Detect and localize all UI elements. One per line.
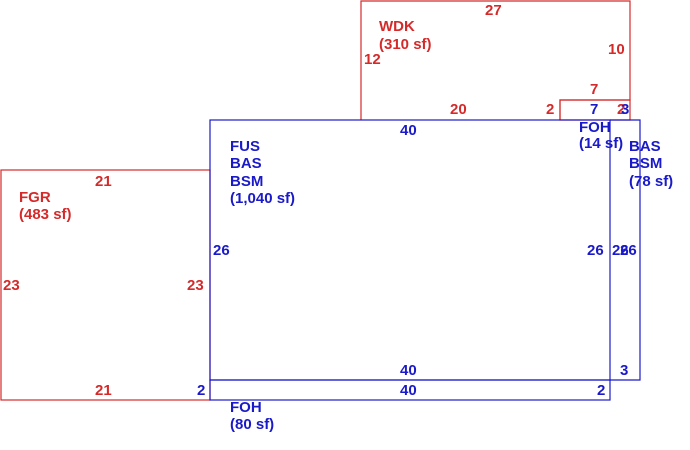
fgr-dim-top: 21 — [95, 173, 112, 190]
bas-dim-left: 26 — [612, 242, 629, 259]
foh-bottom-outline — [209, 379, 611, 401]
bas-bsm-outline — [610, 119, 641, 381]
foh-bottom-dim-top: 40 — [400, 382, 417, 399]
fus-line1: FUS — [230, 138, 260, 155]
wdk-dim-step: 2 — [546, 101, 554, 118]
foh-small-dim-inner: 7 — [590, 101, 598, 118]
fgr-dim-bottom: 21 — [95, 382, 112, 399]
bas-bsm-size: (78 sf) — [629, 173, 673, 190]
fus-dim-bottom: 40 — [400, 362, 417, 379]
wdk-name: WDK — [379, 18, 415, 35]
foh-small-dim-top: 7 — [590, 81, 598, 98]
foh-small-dim-right-b: 3 — [621, 101, 629, 118]
bas-bsm-line1: BAS — [629, 138, 661, 155]
fus-line2: BAS — [230, 155, 262, 172]
bas-dim-bottom: 3 — [620, 362, 628, 379]
fgr-dim-right: 23 — [187, 277, 204, 294]
fgr-name: FGR — [19, 189, 51, 206]
foh-bottom-dim-left: 2 — [197, 382, 205, 399]
wdk-dim-left: 12 — [364, 51, 381, 68]
fus-line3: BSM — [230, 173, 263, 190]
bas-dim-right: 26 — [620, 242, 637, 259]
fus-dim-left: 26 — [213, 242, 230, 259]
foh-bottom-dim-right: 2 — [597, 382, 605, 399]
fgr-size: (483 sf) — [19, 206, 72, 223]
fus-outline — [209, 119, 611, 381]
wdk-dim-bottom: 20 — [450, 101, 467, 118]
wdk-dim-top: 27 — [485, 2, 502, 19]
fus-dim-top: 40 — [400, 122, 417, 139]
foh-small-dim-right-a: 2 — [617, 101, 625, 118]
foh-bottom-size: (80 sf) — [230, 416, 274, 433]
fus-size: (1,040 sf) — [230, 190, 295, 207]
wdk-size: (310 sf) — [379, 36, 432, 53]
foh-small-size: (14 sf) — [579, 135, 623, 152]
bas-bsm-line2: BSM — [629, 155, 662, 172]
foh-small-name: FOH — [579, 119, 611, 136]
foh-bottom-name: FOH — [230, 399, 262, 416]
fus-dim-right: 26 — [587, 242, 604, 259]
fgr-dim-left: 23 — [3, 277, 20, 294]
wdk-dim-right: 10 — [608, 41, 625, 58]
